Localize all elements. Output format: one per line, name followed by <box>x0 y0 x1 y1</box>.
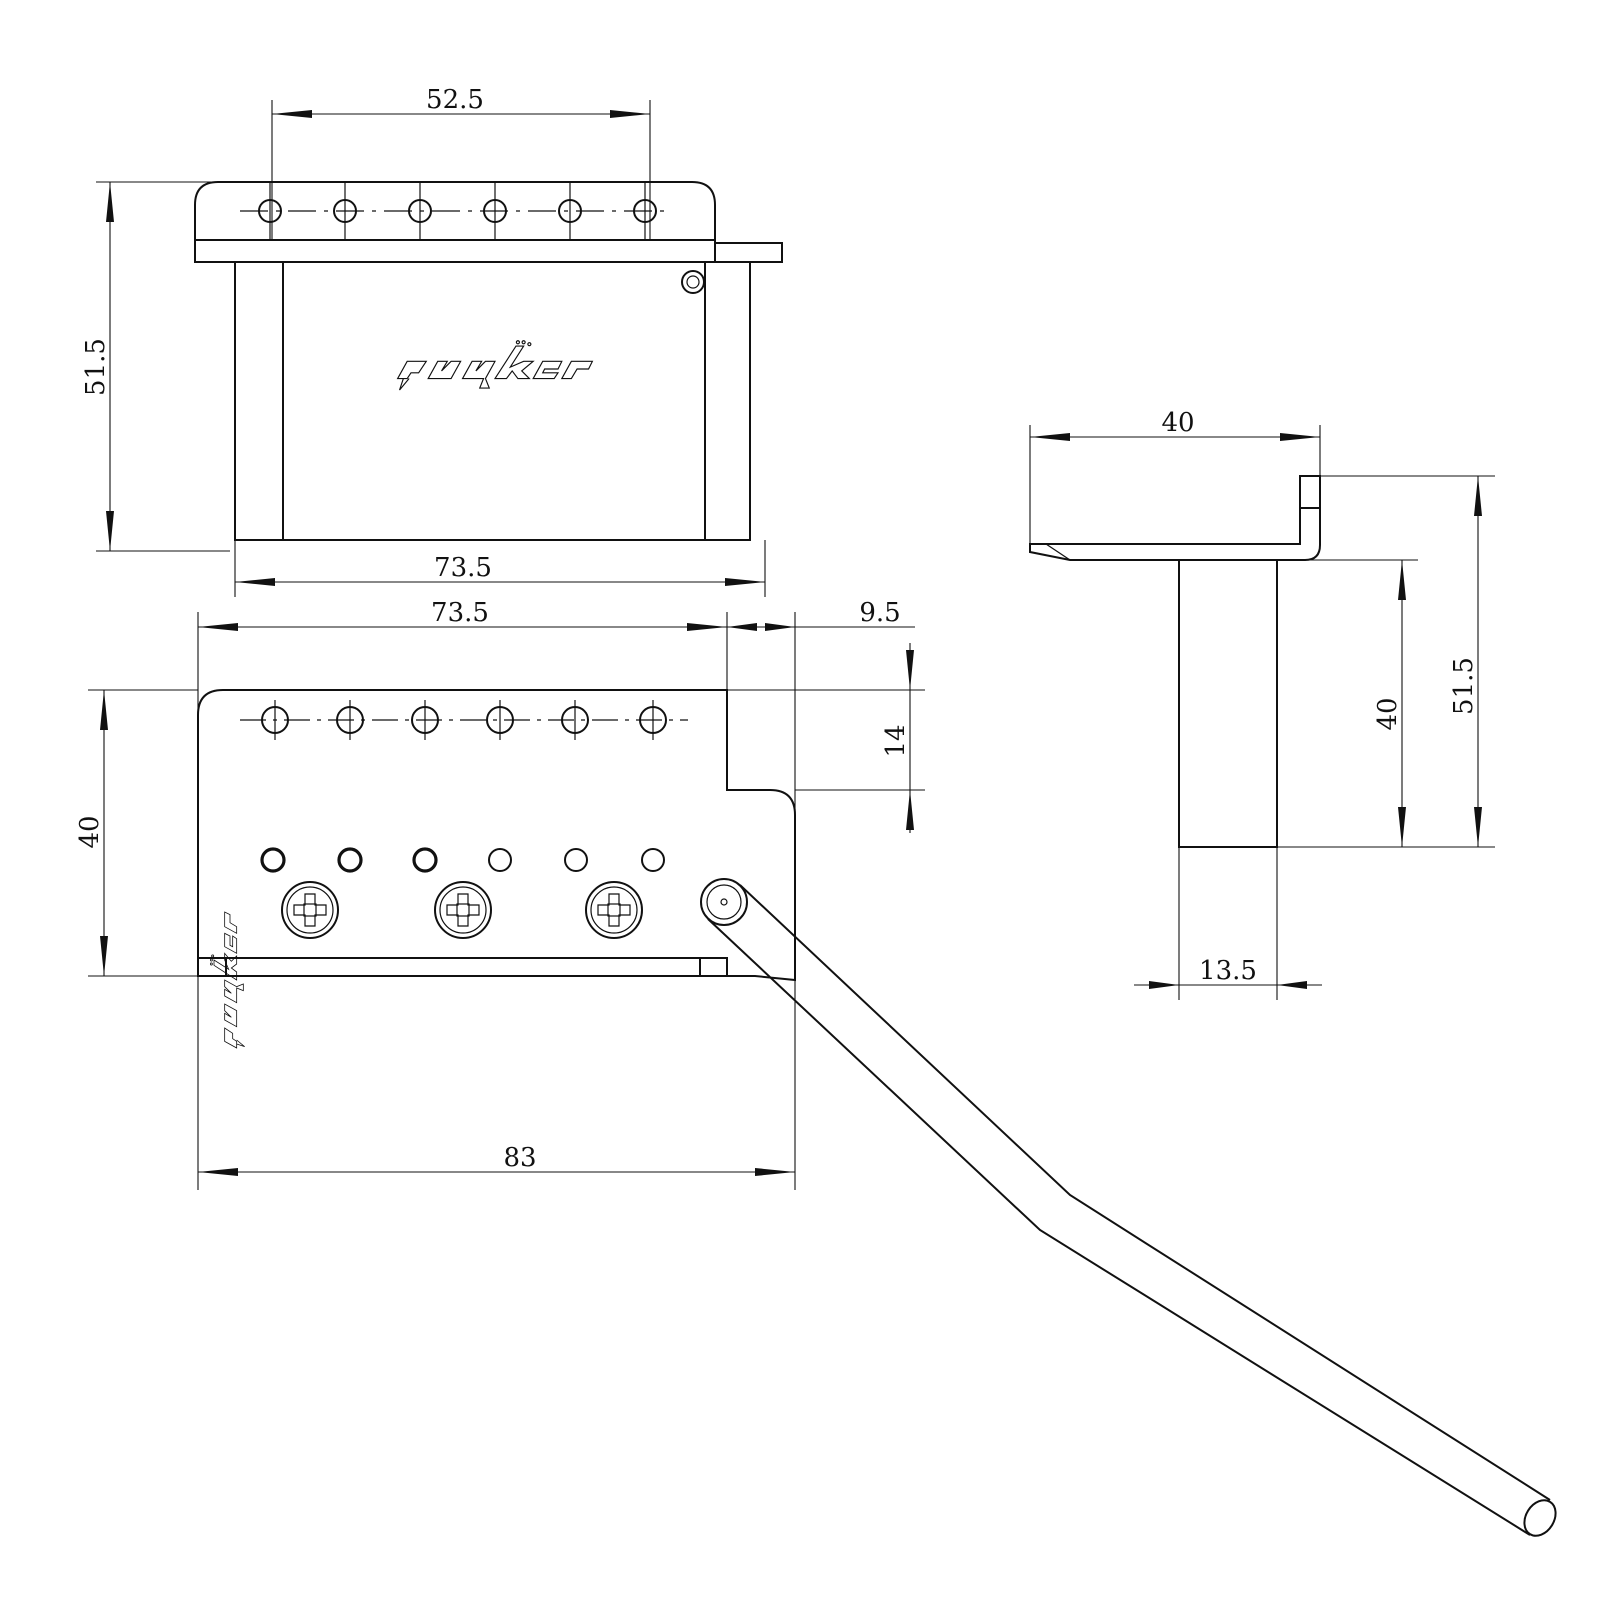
front-view-string-holes <box>258 182 657 240</box>
tremolo-arm <box>700 878 1557 1537</box>
dim-label: 14 <box>881 724 911 757</box>
string-hole <box>633 182 657 240</box>
dim-label: 9.5 <box>859 598 900 628</box>
string-hole <box>486 700 514 740</box>
side-view-block <box>1178 559 1278 848</box>
dim-label: 40 <box>1161 408 1194 438</box>
string-hole <box>411 700 439 740</box>
dim-label: 83 <box>503 1143 536 1173</box>
string-hole <box>561 700 589 740</box>
dim-side-total-height: 51.5 <box>1277 475 1495 848</box>
string-hole <box>258 182 282 240</box>
dim-front-height: 51.5 <box>81 181 230 552</box>
top-view-string-holes <box>261 700 667 740</box>
dim-label: 51.5 <box>1449 657 1479 715</box>
front-view-set-screw <box>681 270 705 294</box>
dim-label: 40 <box>1373 697 1403 730</box>
string-hole <box>558 182 582 240</box>
dim-overall-width: 83 <box>198 1143 795 1176</box>
top-view-small-holes <box>260 847 665 873</box>
dim-label: 73.5 <box>434 553 492 583</box>
string-hole <box>261 700 289 740</box>
hole <box>488 848 512 872</box>
top-view-front-edge <box>197 957 728 977</box>
dim-front-base: 73.5 <box>234 540 766 597</box>
mounting-screw <box>434 881 492 939</box>
dim-top-plate-width: 73.5 <box>197 598 728 1190</box>
front-view-arm-tab <box>714 242 783 263</box>
side-view: 40 51.5 40 13.5 <box>1029 408 1495 1000</box>
hole <box>260 847 286 873</box>
dim-plate-depth: 40 <box>75 689 198 977</box>
dim-label: 52.5 <box>426 85 484 115</box>
dim-label: 40 <box>75 815 105 848</box>
front-view-top-plate <box>194 181 716 240</box>
dim-label: 51.5 <box>81 338 111 396</box>
dim-label: 73.5 <box>431 598 489 628</box>
dim-side-plate-length: 40 <box>1029 408 1321 544</box>
dim-notch-depth: 14 <box>727 643 925 833</box>
front-view: 52.5 51.5 73.5 <box>81 85 783 597</box>
string-hole <box>483 182 507 240</box>
string-hole <box>639 700 667 740</box>
front-view-block <box>234 261 751 541</box>
string-hole <box>333 182 357 240</box>
dim-string-spacing: 52.5 <box>271 85 651 240</box>
mounting-screw <box>281 881 339 939</box>
hole <box>564 848 588 872</box>
hole <box>337 847 363 873</box>
dim-label: 13.5 <box>1199 956 1257 986</box>
logo <box>397 340 593 391</box>
top-view: 73.5 9.5 14 40 <box>75 598 1557 1537</box>
hole <box>412 847 438 873</box>
hole <box>641 848 665 872</box>
string-hole <box>408 182 432 240</box>
side-view-plate <box>1029 475 1321 561</box>
string-hole <box>336 700 364 740</box>
mounting-screw <box>585 881 643 939</box>
dim-arm-offset: 9.5 <box>727 598 915 1190</box>
logo-vertical <box>210 911 246 1049</box>
dim-side-block-height: 40 <box>1277 559 1418 847</box>
front-view-ledge <box>194 239 716 263</box>
dim-side-block-thickness: 13.5 <box>1134 847 1322 1000</box>
